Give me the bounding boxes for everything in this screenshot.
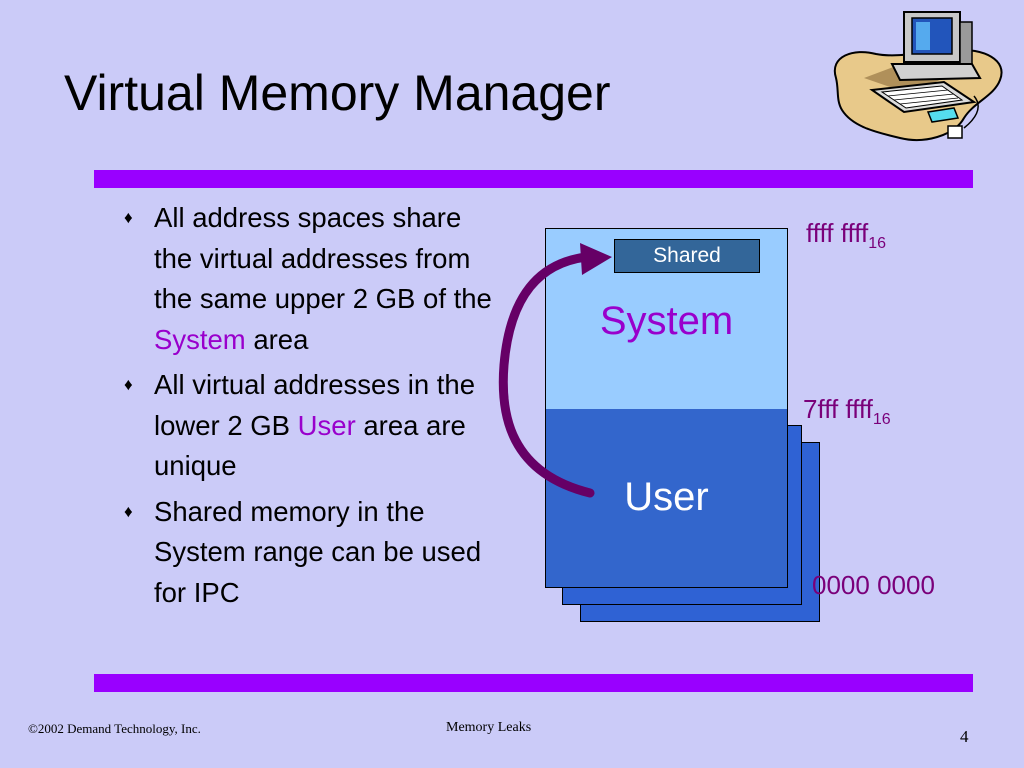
top-divider (94, 170, 973, 188)
bullet-item: ♦ All address spaces share the virtual ad… (122, 198, 492, 360)
bottom-divider (94, 674, 973, 692)
diamond-bullet-icon: ♦ (124, 501, 133, 521)
bullet-item: ♦ Shared memory in the System range can b… (122, 492, 492, 614)
address-top-label: ffff ffff16 (806, 218, 886, 252)
bullet-list: ♦ All address spaces share the virtual ad… (122, 198, 492, 618)
footer-title: Memory Leaks (446, 720, 532, 735)
bullet-text: Shared memory in the System range can be… (154, 495, 482, 608)
shared-region: Shared (614, 239, 760, 273)
bullet-text: All virtual addresses in the lower 2 GB … (154, 369, 475, 481)
system-area-label: System (599, 299, 734, 343)
bullet-item: ♦ All virtual addresses in the lower 2 GB… (122, 365, 492, 487)
shared-mapping-arrow (498, 243, 612, 498)
user-area: User (546, 409, 787, 587)
slide-title: Virtual Memory Manager (64, 65, 611, 121)
page-number: 4 (960, 727, 969, 746)
footer-copyright: ©2002 Demand Technology, Inc. (28, 721, 201, 736)
diamond-bullet-icon: ♦ (124, 375, 133, 394)
address-mid-label: 7fff ffff16 (803, 394, 891, 428)
computer-workstation-icon (833, 11, 1003, 141)
diamond-bullet-icon: ♦ (124, 208, 133, 227)
bullet-text: All address spaces share the virtual add… (154, 202, 492, 355)
user-area-label: User (624, 475, 709, 519)
address-bottom-label: 0000 0000 (812, 570, 935, 600)
